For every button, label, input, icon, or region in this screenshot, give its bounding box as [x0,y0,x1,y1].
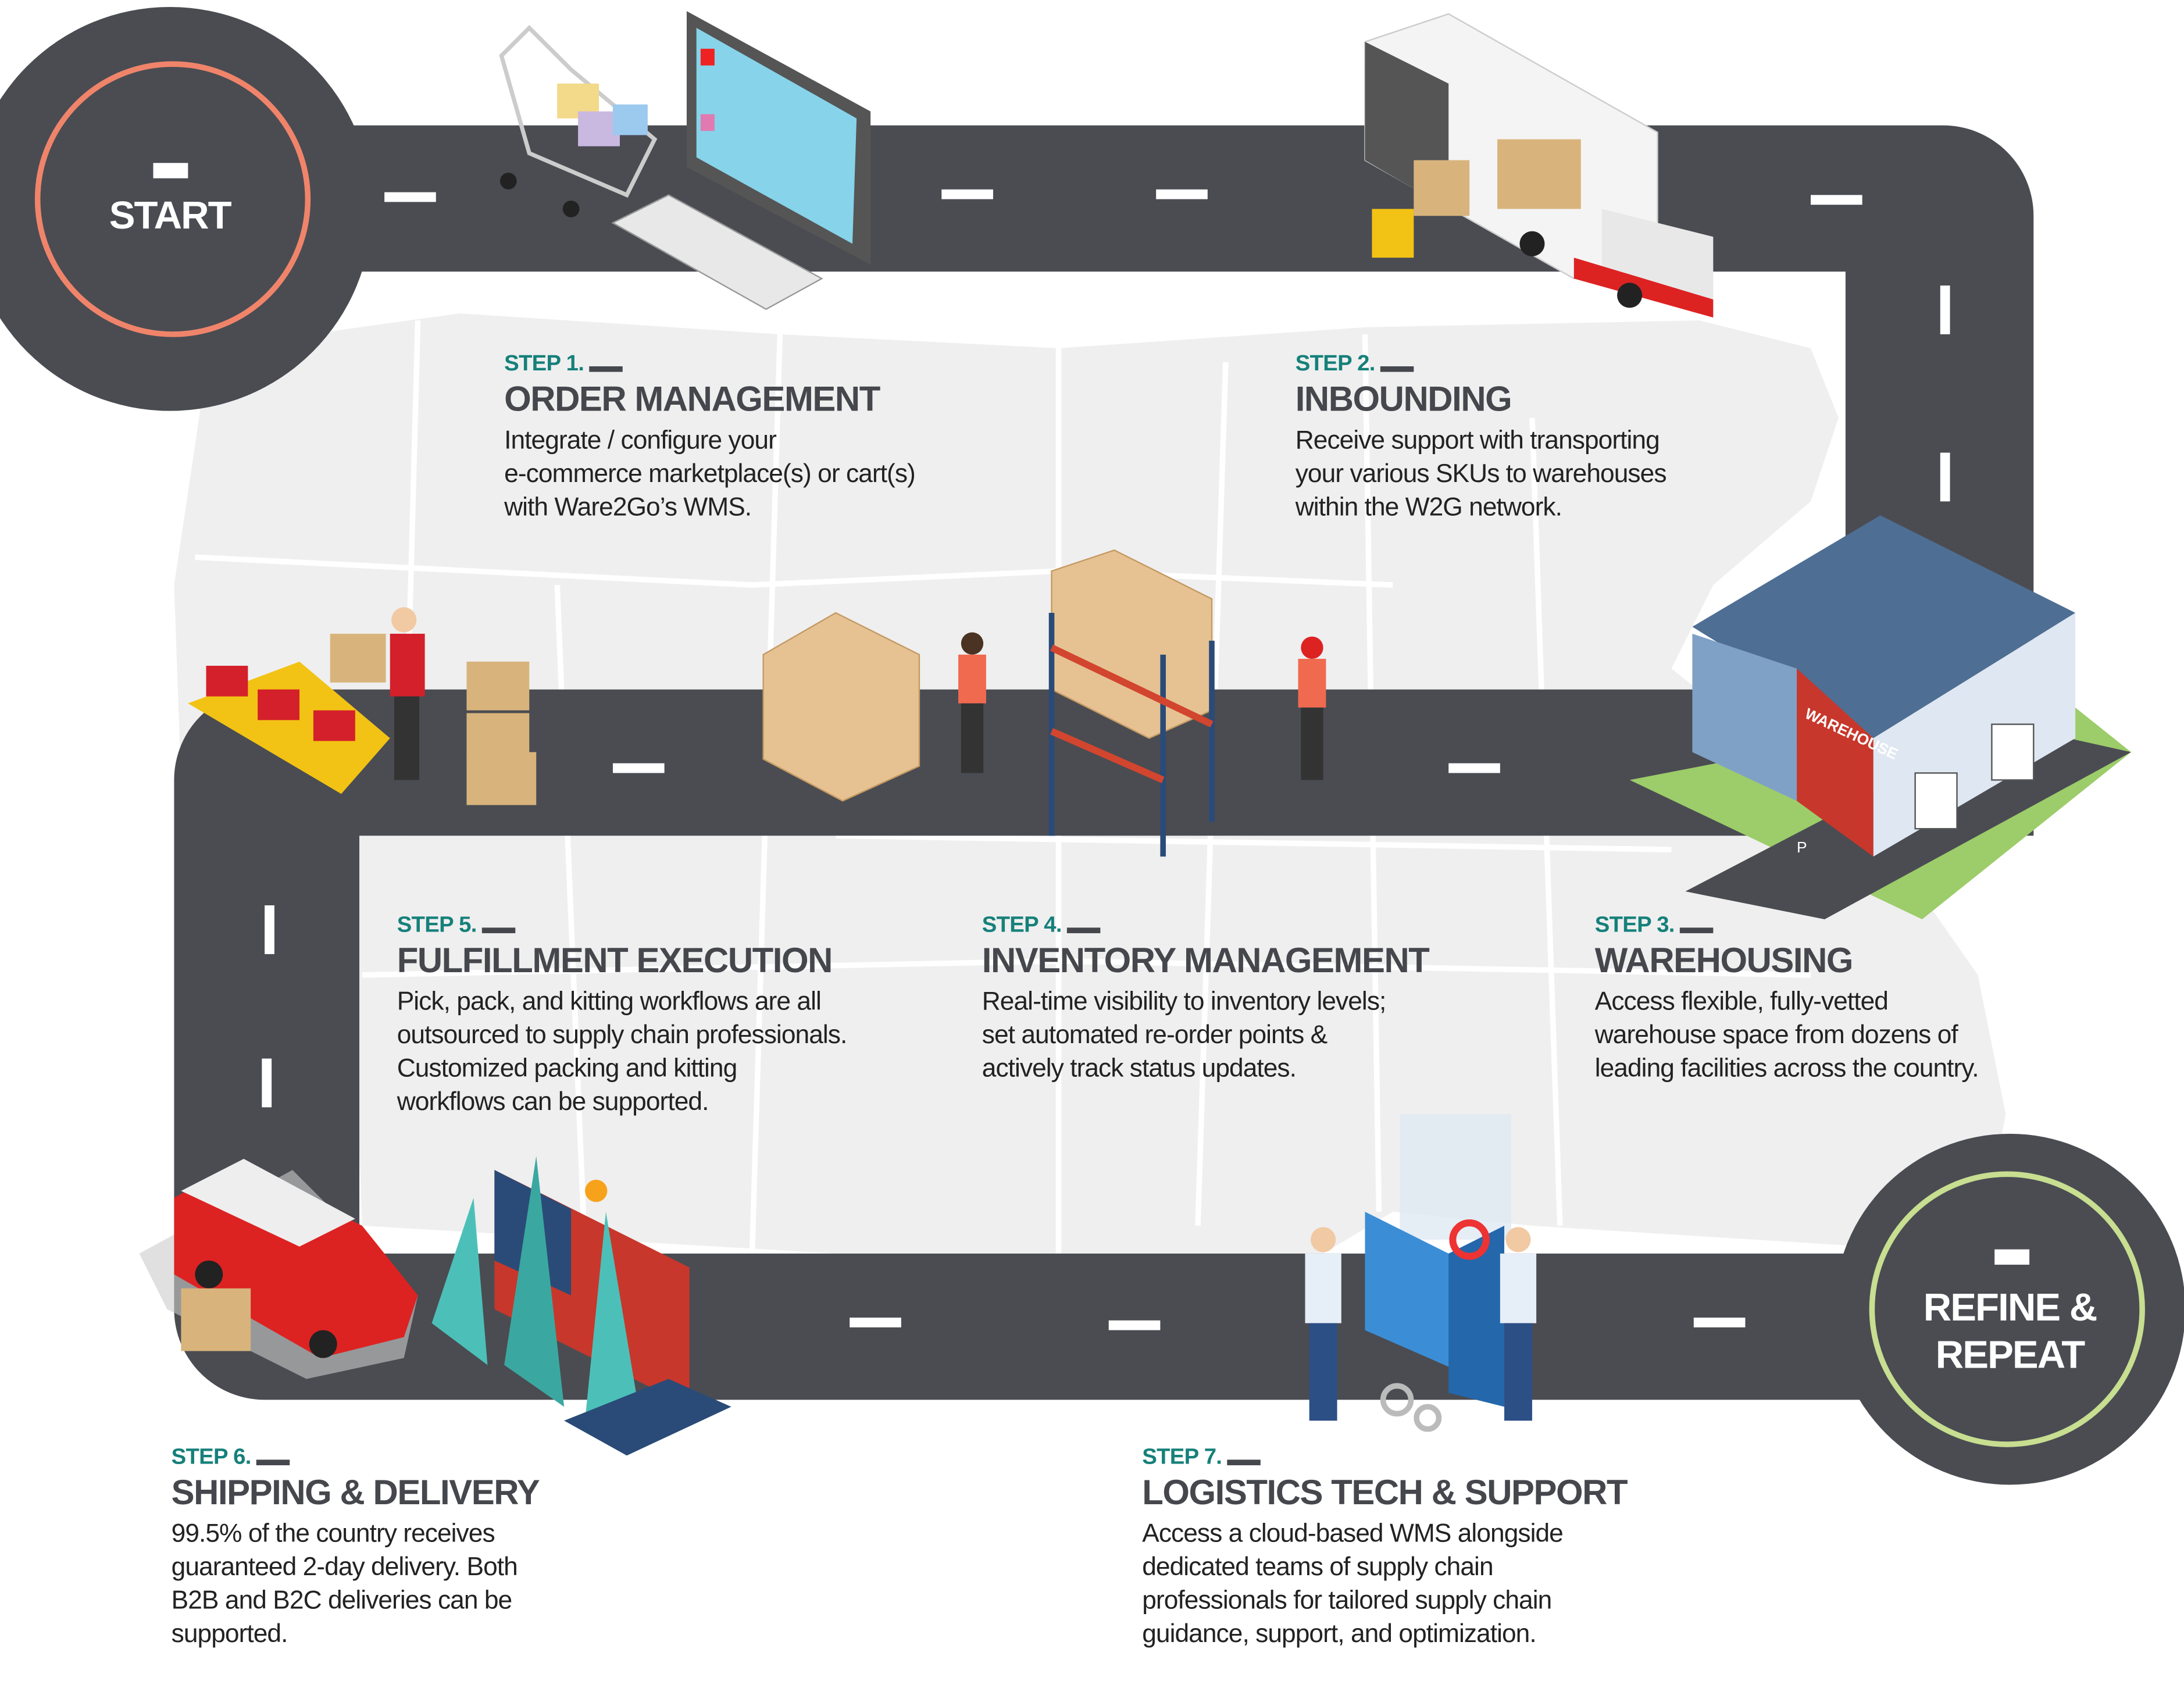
step-label: STEP 2. [1295,352,1376,376]
warehouse-building-icon: WAREHOUSE P [1629,515,2131,919]
lane-dashes [153,163,2030,1330]
step-6-shipping-delivery: STEP 6. SHIPPING & DELIVERY 99.5% of the… [172,1446,540,1650]
step-title: SHIPPING & DELIVERY [171,1473,540,1513]
refine-line-1: REFINE & [1923,1285,2098,1329]
step-label: STEP 6. [171,1446,252,1470]
pallets-and-rack-icon [762,549,1326,857]
step-label: STEP 3. [1594,913,1675,938]
step-title: FULFILLMENT EXECUTION [397,941,833,981]
parking-sign: P [1797,838,1807,856]
start-ring [34,61,311,337]
step-title: INBOUNDING [1295,380,1512,420]
tech-team-icon [1305,1114,1537,1432]
start-label: START [109,193,232,237]
refine-line-2: REPEAT [1935,1333,2086,1376]
divider [1380,366,1414,372]
shopping-cart-icon [499,24,658,217]
step-title: ORDER MANAGEMENT [504,380,880,420]
step-title: LOGISTICS TECH & SUPPORT [1142,1473,1628,1513]
divider [589,366,623,372]
divider [1227,1459,1261,1465]
step-7-logistics-tech-support: STEP 7. LOGISTICS TECH & SUPPORT Access … [1142,1446,1628,1650]
divider [1680,927,1714,933]
step-5-fulfillment-execution: STEP 5. FULFILLMENT EXECUTION Pick, pack… [397,913,848,1118]
computer-monitor-icon [611,11,871,310]
step-4-inventory-management: STEP 4. INVENTORY MANAGEMENT Real-time v… [982,913,1430,1085]
step-1-order-management: STEP 1. ORDER MANAGEMENT Integrate / con… [504,352,916,524]
divider [256,1459,290,1465]
packing-station-icon [188,607,537,805]
refine-repeat-label: REFINE & REPEAT [1898,1284,2121,1379]
delivery-van-icon [139,1158,418,1379]
step-description: Pick, pack, and kitting workflows are al… [397,986,848,1116]
refine-ring [1869,1171,2145,1447]
new-york-skyline-icon [431,1156,731,1456]
step-title: INVENTORY MANAGEMENT [982,941,1430,981]
step-3-warehousing: STEP 3. WAREHOUSING Access flexible, ful… [1595,913,1979,1085]
step-label: STEP 5. [397,913,477,938]
step-description: Real-time visibility to inventory levels… [982,986,1387,1083]
step-label: STEP 1. [504,352,584,376]
step-2-inbounding: STEP 2. INBOUNDING Receive support with … [1295,352,1667,524]
step-label: STEP 4. [982,913,1062,938]
step-title: WAREHOUSING [1594,941,1854,981]
divider [482,927,516,933]
divider [1067,927,1101,933]
refine-circle [1834,1133,2184,1485]
step-label: STEP 7. [1142,1446,1222,1470]
delivery-truck-icon [1364,13,1714,318]
